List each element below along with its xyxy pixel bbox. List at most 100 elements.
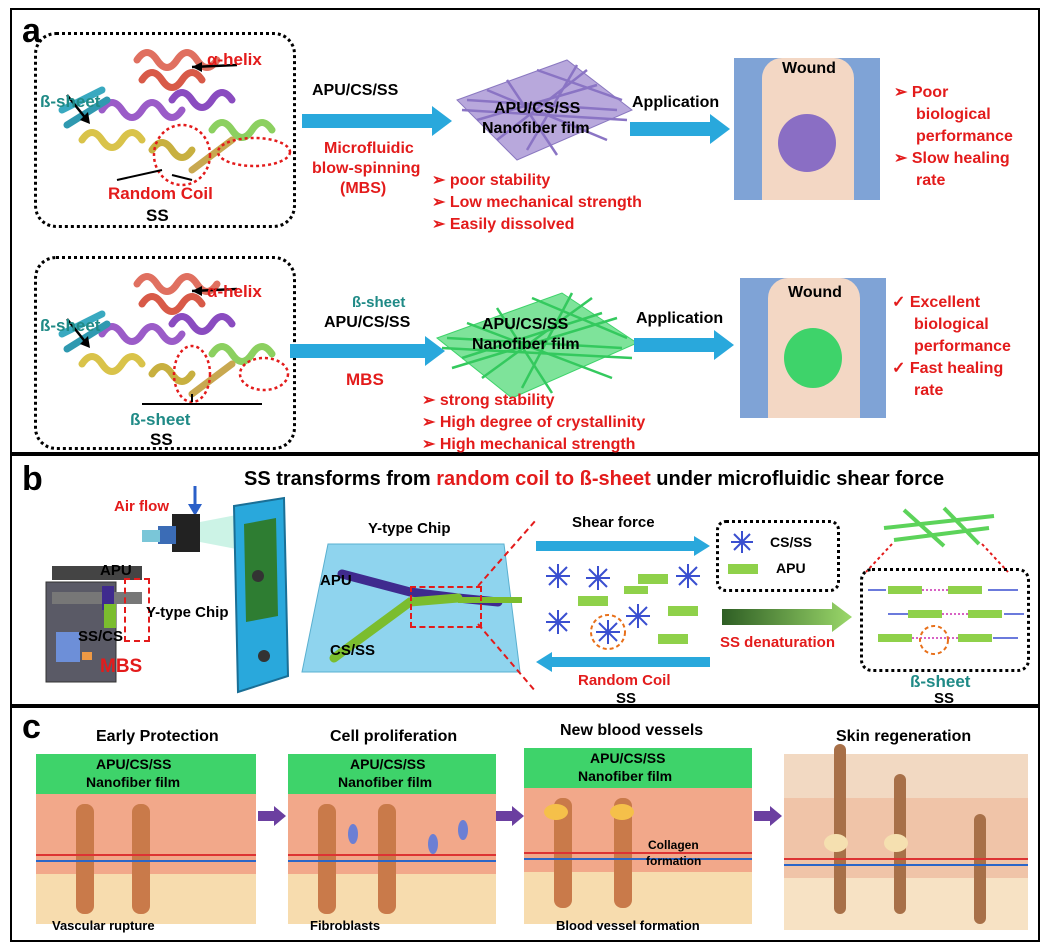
apu-pump-label: APU xyxy=(100,562,132,579)
mbs-line1: Microfluidic xyxy=(324,140,414,157)
stage-arrow-3 xyxy=(754,806,782,826)
film-props-row1: ➢ poor stability ➢ Low mechanical streng… xyxy=(432,170,642,236)
film-label-row1-a: APU/CS/SS xyxy=(494,100,581,117)
film-label-c2-b: Nanofiber film xyxy=(338,774,433,790)
random-coil-label-b: Random Coil xyxy=(578,672,671,689)
chip-csss-label: CS/SS xyxy=(330,642,376,659)
panel-c: c Early Protection Cell proliferation Ne… xyxy=(10,706,1040,942)
skin-block-4 xyxy=(784,744,1028,930)
ss-label-row2: SS xyxy=(150,430,173,449)
shear-arrow-left xyxy=(536,652,710,672)
stage-arrow-2 xyxy=(496,806,524,826)
helix-label-row1: α-helix xyxy=(207,50,262,69)
denaturation-arrow xyxy=(722,602,852,632)
collagen-label-2: formation xyxy=(646,854,702,868)
zoom-lines xyxy=(477,519,537,693)
legend-csss-icon xyxy=(731,531,753,553)
denaturation-label: SS denaturation xyxy=(720,634,836,651)
stage-arrow-1 xyxy=(258,806,286,826)
film-label-row2-b: Nanofiber film xyxy=(472,336,580,353)
ss-label-b-left: SS xyxy=(616,690,637,707)
collector-plate xyxy=(232,496,290,694)
vessel-label: Blood vessel formation xyxy=(556,918,700,933)
mbs-label-b: MBS xyxy=(100,656,143,677)
film-label-c1-a: APU/CS/SS xyxy=(96,756,172,772)
panel-c-label: c xyxy=(22,708,41,746)
sheet-zoom-lines xyxy=(865,543,1009,573)
stage-title-2: Cell proliferation xyxy=(330,728,458,745)
film-label-c1-b: Nanofiber film xyxy=(86,774,181,790)
film-label-c2-a: APU/CS/SS xyxy=(350,756,426,772)
ss-label-row1: SS xyxy=(146,206,169,225)
ytype-chip-small-highlight xyxy=(124,578,150,642)
panel-b-title: SS transforms from random coil to ß-shee… xyxy=(244,468,945,490)
application-arrow-row1 xyxy=(630,114,730,144)
prop-row1-1: ➢ poor stability xyxy=(432,172,551,189)
prop-row1-3: ➢ Easily dissolved xyxy=(432,216,575,233)
process-label-row1: APU/CS/SS xyxy=(312,82,399,99)
legend-csss-label: CS/SS xyxy=(770,534,813,550)
outcomes-row2: ✓ Excellent biological performance ✓ Fas… xyxy=(892,294,1011,399)
film-label-row2-a: APU/CS/SS xyxy=(482,316,569,333)
wound-label-row2: Wound xyxy=(788,284,842,301)
protein-structure-row1 xyxy=(58,49,292,187)
sscs-pump-label: SS/CS xyxy=(78,628,124,645)
film-label-c3-a: APU/CS/SS xyxy=(590,750,666,766)
sheet-label-row2-bottom: ß-sheet xyxy=(130,410,191,429)
stage-title-4: Skin regeneration xyxy=(836,728,972,745)
chip-apu-label: APU xyxy=(320,572,352,589)
legend-box xyxy=(716,520,840,592)
wound-image-row2 xyxy=(740,278,886,418)
sheet-box xyxy=(860,568,1030,672)
sheet-label-row1: ß-sheet xyxy=(40,92,101,111)
ss-label-b-right: SS xyxy=(934,690,955,707)
helix-label-row2: α-helix xyxy=(207,282,262,301)
ytype-chip-label: Y-type Chip xyxy=(368,520,451,537)
ytype-chip-small-label: Y-type Chip xyxy=(146,604,229,621)
vascular-label: Vascular rupture xyxy=(52,918,155,933)
process-beta-row2: ß-sheet xyxy=(352,294,406,311)
wound-label-row1: Wound xyxy=(782,60,836,77)
sheet-mesh xyxy=(883,506,995,548)
sheet-label-row2-left: ß-sheet xyxy=(40,316,101,335)
wound-image-row1 xyxy=(734,58,880,200)
protein-structure-row2 xyxy=(58,273,290,405)
panel-b: b SS transforms from random coil to ß-sh… xyxy=(10,454,1040,707)
skin-block-2 xyxy=(288,754,496,924)
skin-block-1 xyxy=(36,754,256,924)
legend-apu-icon xyxy=(728,564,758,574)
collagen-label-1: Collagen xyxy=(648,838,699,852)
syringe-pump xyxy=(45,566,142,683)
application-label-row2: Application xyxy=(636,310,724,327)
film-props-row2: ➢ strong stability ➢ High degree of crys… xyxy=(422,392,646,453)
legend-apu-label: APU xyxy=(776,560,806,576)
film-label-row1-b: Nanofiber film xyxy=(482,120,590,137)
film-label-c3-b: Nanofiber film xyxy=(578,768,673,784)
molecule-field xyxy=(546,564,700,650)
process-arrow-row2 xyxy=(290,336,445,366)
panel-a: a α-helix ß-sheet Random Coil SS APU/CS/… xyxy=(10,8,1040,454)
random-coil-label: Random Coil xyxy=(108,184,213,203)
process-label-row2: APU/CS/SS xyxy=(324,314,411,331)
shear-arrow-right xyxy=(536,536,710,556)
application-arrow-row2 xyxy=(634,330,734,360)
air-flow-label: Air flow xyxy=(114,498,169,515)
panel-b-label: b xyxy=(22,460,43,498)
mbs-line2: blow-spinning xyxy=(312,160,421,177)
chip-zoom-box xyxy=(410,586,482,628)
outcomes-row1: ➢ Poor biological performance ➢ Slow hea… xyxy=(894,84,1013,189)
aligned-molecules xyxy=(868,586,1024,655)
air-flow-arrow-icon xyxy=(188,486,202,516)
beta-sheet-label-b: ß-sheet xyxy=(910,672,971,691)
stage-title-3: New blood vessels xyxy=(560,722,704,739)
skin-block-3 xyxy=(524,748,752,924)
green-nanofiber-film xyxy=(435,292,639,399)
purple-nanofiber-film xyxy=(456,59,633,161)
protein-box-row1 xyxy=(34,32,296,228)
shear-force-label: Shear force xyxy=(572,514,655,531)
application-label-row1: Application xyxy=(632,94,720,111)
mbs-line3: (MBS) xyxy=(340,180,387,197)
stage-title-1: Early Protection xyxy=(96,728,219,745)
mbs-row2: MBS xyxy=(346,370,384,389)
fibroblasts-label: Fibroblasts xyxy=(310,918,381,933)
